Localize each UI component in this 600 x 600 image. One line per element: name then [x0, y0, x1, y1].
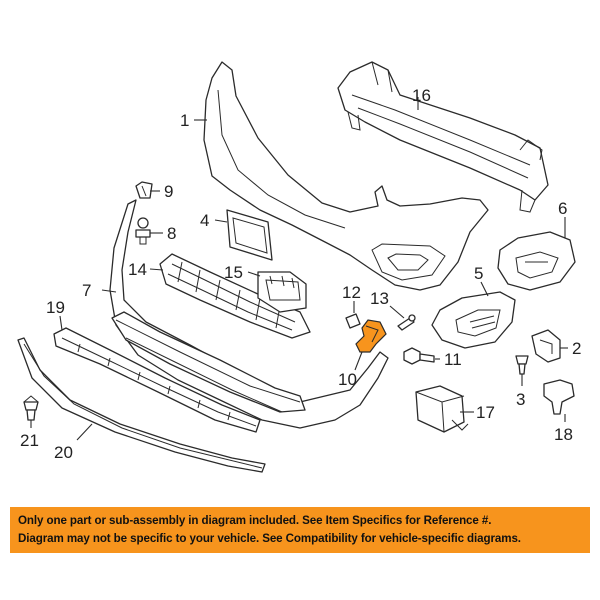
part-9-retainer-clip — [135, 181, 153, 199]
part-4-license-bracket — [226, 209, 273, 261]
callout-20: 20 — [54, 443, 73, 462]
callout-6: 6 — [558, 199, 567, 218]
callout-17: 17 — [476, 403, 495, 422]
part-12-clip — [345, 313, 361, 329]
part-19-air-deflector — [53, 327, 261, 433]
callout-11: 11 — [444, 350, 462, 369]
callout-10: 10 — [338, 370, 357, 389]
part-8-bolt — [135, 217, 151, 245]
callout-2: 2 — [572, 339, 581, 358]
callout-12: 12 — [342, 283, 361, 302]
part-1-upper-bumper-cover — [203, 61, 489, 291]
part-18-bracket — [543, 379, 575, 415]
callout-7: 7 — [82, 281, 91, 300]
part-14-grille — [159, 253, 311, 339]
callout-8: 8 — [167, 224, 176, 243]
part-17-module — [415, 385, 469, 433]
callout-labels: 16 1 9 4 8 6 14 15 5 7 12 13 19 2 11 10 … — [20, 86, 581, 462]
part-6-fog-bezel — [497, 231, 576, 291]
part-21-push-pin — [23, 395, 39, 421]
part-7-lower-bumper-cover — [109, 199, 389, 429]
callout-19: 19 — [46, 298, 65, 317]
callout-21: 21 — [20, 431, 39, 450]
callout-1: 1 — [180, 111, 189, 130]
part-3-clip — [515, 355, 529, 375]
part-10-bracket-highlighted — [355, 319, 387, 353]
compatibility-notice: Only one part or sub-assembly in diagram… — [10, 507, 590, 553]
callout-5: 5 — [474, 264, 483, 283]
notice-line-2: Diagram may not be specific to your vehi… — [18, 532, 521, 545]
part-20-trim-strip — [17, 337, 266, 473]
part-16-reinforcement-bar — [337, 61, 549, 213]
callout-4: 4 — [200, 211, 209, 230]
part-5-fog-bezel — [431, 291, 516, 349]
callout-15: 15 — [224, 263, 243, 282]
part-13-pin — [397, 314, 416, 331]
callout-16: 16 — [412, 86, 431, 105]
callout-13: 13 — [370, 289, 389, 308]
part-2-bracket — [531, 329, 561, 363]
callout-3: 3 — [516, 390, 525, 409]
callout-9: 9 — [164, 182, 173, 201]
part-11-bolt — [403, 347, 435, 365]
notice-line-1: Only one part or sub-assembly in diagram… — [18, 514, 492, 527]
callout-14: 14 — [128, 260, 147, 279]
part-15-bracket — [257, 271, 307, 313]
callout-18: 18 — [554, 425, 573, 444]
